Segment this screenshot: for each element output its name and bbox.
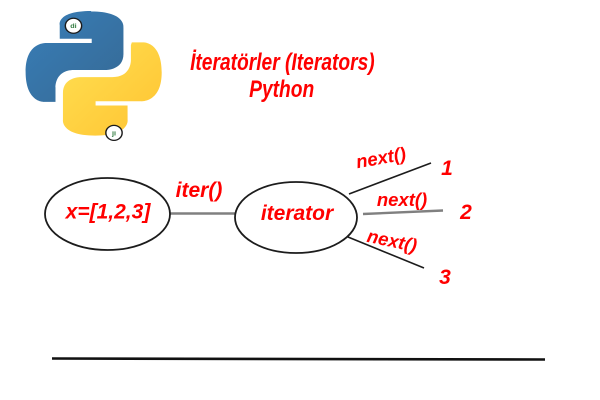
output-value-3: 3 <box>439 266 451 289</box>
di-badge-circle <box>64 17 83 34</box>
python-logo-graphic: di ji <box>25 11 162 142</box>
next-call-label-1: next() <box>354 143 407 172</box>
ji-badge-label: ji <box>111 131 116 138</box>
iterator-node-ellipse <box>234 181 358 254</box>
python-logo: di ji <box>20 11 163 142</box>
list-node-label: x=[1,2,3] <box>65 201 152 224</box>
ji-badge-circle <box>105 124 123 142</box>
output-value-2: 2 <box>459 201 472 224</box>
di-badge: di <box>64 17 83 34</box>
title-line-1: İteratörler (Iterators) <box>189 49 375 76</box>
next-call-label-3: next() <box>365 225 419 256</box>
next-call-label-2: next() <box>377 189 427 210</box>
next-edge-3 <box>347 236 425 269</box>
python-yellow-snake <box>62 42 162 136</box>
di-badge-label: di <box>70 23 77 30</box>
iter-call-label: iter() <box>176 179 223 202</box>
list-node-ellipse <box>44 177 171 251</box>
iterator-node-label: iterator <box>261 202 335 225</box>
title-line-2: Python <box>249 76 315 103</box>
next-edge-1 <box>348 162 432 195</box>
ji-badge: ji <box>105 124 123 142</box>
output-value-1: 1 <box>441 157 453 180</box>
python-blue-snake <box>25 11 124 102</box>
next-edge-2 <box>362 209 444 216</box>
page-title: İteratörler (Iterators) Python <box>132 49 432 103</box>
bottom-divider-line <box>51 357 546 361</box>
